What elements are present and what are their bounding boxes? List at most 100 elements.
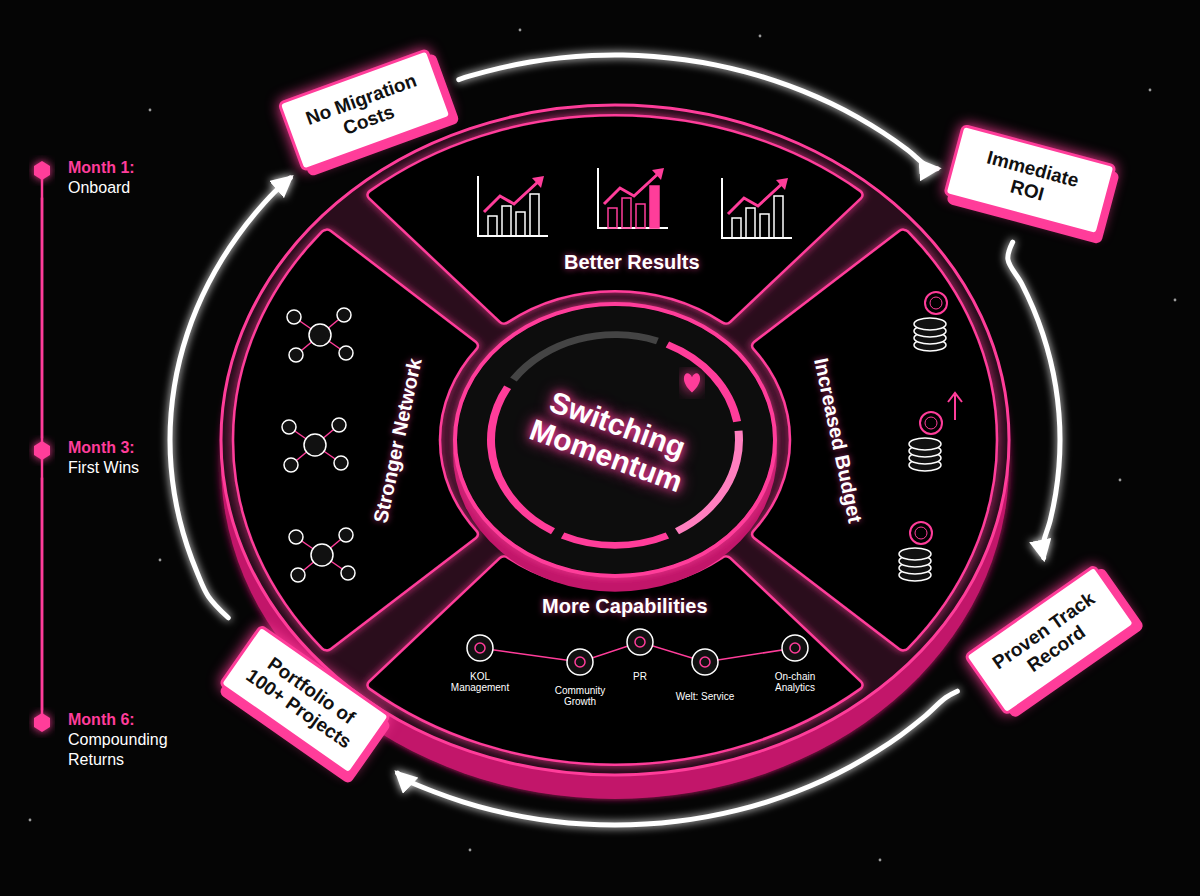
segment-icons [282,168,962,675]
node-heading: Stronger Network [369,356,426,525]
ring-segment [233,230,478,651]
timeline-track [34,161,50,732]
coin-stack [914,318,946,330]
hub-circle [455,304,775,576]
node-heading: Month 1: [68,158,200,178]
capability-label: Community Growth [543,685,617,707]
cycle-ring [221,105,1009,775]
chart-icon [760,214,769,238]
chart-icon [598,168,668,228]
star-dot [29,29,1177,862]
star-dot [149,109,152,112]
coin-stack [909,438,941,450]
timeline-step: Month 3:First Wins [30,438,200,478]
segment-label: Better Results [564,251,700,274]
network-icon [337,308,351,322]
network-icon [332,418,346,432]
network-icon [341,566,355,580]
network-icon [291,568,305,582]
chart-icon [488,216,497,236]
node-heading: No Migration Costs [298,68,431,152]
ring-segment [367,115,862,323]
benefit-box: Immediate ROI [943,124,1117,237]
chart-icon [604,172,660,204]
network-icon [334,456,348,470]
coin-stack [899,548,931,560]
node-heading: Month 3: [68,438,200,458]
star-dot [1119,479,1122,482]
capability-icon [627,629,653,655]
capability-icon [782,635,808,661]
chart-icon [502,206,511,236]
coin-stack [920,412,942,434]
hub-gauge [487,386,555,535]
coin-stack [899,522,932,581]
chart-icon [516,212,525,236]
chart-icon [774,196,783,238]
timeline-line [41,198,44,438]
network-icon [339,528,353,542]
node-body: First Wins [68,458,200,478]
capability-icon [567,649,593,675]
segment-label: Increased Budget [809,356,866,525]
star-dot [29,819,32,822]
timeline-step: Month 6:Compounding Returns [30,710,200,770]
chart-icon [746,208,755,238]
network-icon [284,458,298,472]
cycle-arrow [398,691,958,825]
network-icon [309,324,331,346]
chart-icon [722,178,792,238]
capability-icon [635,637,645,647]
cycle-ring [221,105,1009,775]
node-heading: Switching Momentum [516,378,708,502]
ring-segment [752,230,997,651]
star-dot [1174,299,1177,302]
chart-icon [532,176,544,188]
chart-icon [484,180,540,212]
node-heading: Immediate ROI [963,142,1096,217]
chart-icon [650,186,659,228]
capability-icon [692,649,718,675]
cycle-arrow [170,178,290,618]
node-heading: Better Results [564,251,700,274]
coin-stack [925,417,937,429]
benefit-box: Proven Track Record [963,564,1136,716]
chart-icon [530,194,539,236]
segment-label: Stronger Network [369,356,426,525]
chart-icon [732,218,741,238]
chart-icon [598,168,668,228]
network-icon [287,308,353,362]
node-heading: Month 6: [68,710,200,730]
timeline-marker [34,713,50,732]
capability-icon [467,635,493,661]
star-dot [159,559,162,562]
star-dot [759,35,762,38]
capability-icon [790,643,800,653]
timeline-marker [34,441,50,460]
node-heading: Increased Budget [809,356,866,525]
node-heading: Proven Track Record [986,586,1114,694]
benefit-box: No Migration Costs [277,48,453,172]
chart-icon [636,204,645,228]
segment-label: More Capabilities [542,595,708,618]
star-dot [879,859,882,862]
capability-label: Welt: Service [668,691,742,702]
node-heading: Portfolio of 100+ Projects [241,646,369,754]
chart-icon [722,178,792,238]
hub-gauge [510,331,659,381]
star-dot [519,29,522,32]
coin-stack [910,522,932,544]
chart-icon [478,176,548,236]
network-icon [282,418,348,472]
chart-icon [608,208,617,228]
cycle-arrow [1008,242,1060,558]
coin-stack [930,297,942,309]
node-body: Onboard [68,178,200,198]
capability-label: KOL Management [443,671,517,693]
coin-stack [914,292,947,351]
capability-icon [475,643,485,653]
network-icon [304,434,326,456]
cycle-arrow [459,55,937,169]
